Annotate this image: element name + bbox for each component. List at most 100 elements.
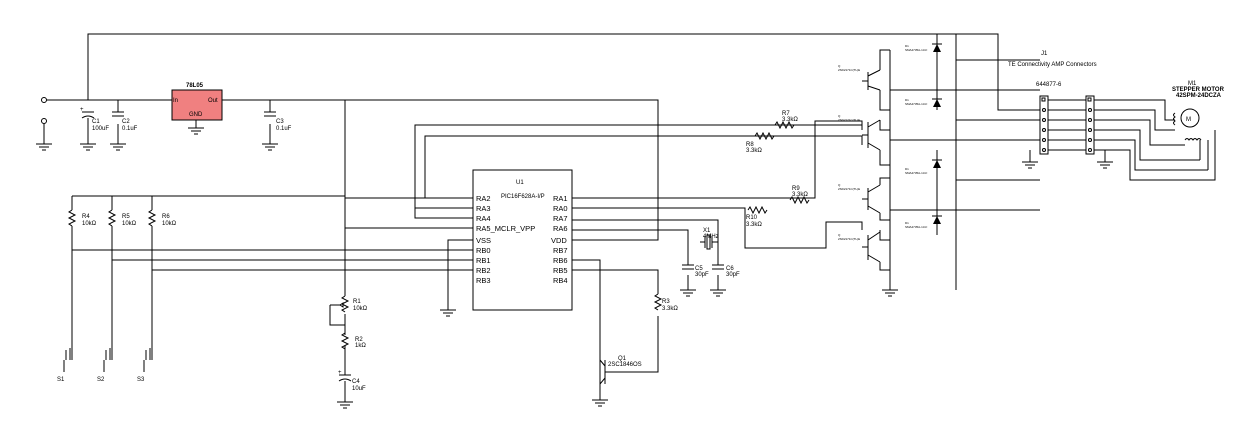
driver-q-2: Q 2SD2171C(TL)E <box>838 114 881 151</box>
c6-ref: C6 <box>726 266 734 272</box>
transistor-q1: Q1 2SC1846OS <box>599 356 642 385</box>
capacitor-c2: C2 0.1uF <box>112 111 138 132</box>
capacitor-c5: C5 30pF <box>682 264 709 278</box>
resistor-r6: R6 10kΩ <box>147 209 177 227</box>
svg-text:D1: D1 <box>905 98 909 102</box>
r2-value: 1kΩ <box>355 343 366 349</box>
ground-symbols <box>36 127 1113 409</box>
svg-text:2SD2171C(TL)E: 2SD2171C(TL)E <box>838 118 860 122</box>
resistor-r5: R5 10kΩ <box>107 209 137 227</box>
diode-1: D1 SMA4735A-13-F <box>905 43 942 52</box>
resistor-r9: R9 3.3kΩ <box>789 186 810 205</box>
svg-text:SMA4735A-13-F: SMA4735A-13-F <box>905 171 928 175</box>
c3-value: 0.1uF <box>276 126 292 132</box>
resistor-r4: R4 10kΩ <box>67 209 97 227</box>
mcu-left-pins: RA2 RA3 RA4 RA5_MCLR_VPP VSS RB0 RB1 RB2… <box>476 194 535 285</box>
j1-ref: J1 <box>1041 51 1048 57</box>
s2-label: S2 <box>97 377 105 383</box>
c6-value: 30pF <box>726 272 740 278</box>
mcu-part: PIC16F628A-I/P <box>501 194 545 200</box>
m1-part: 42SPM-24DCZA <box>1176 93 1222 99</box>
capacitor-c3: C3 0.1uF <box>264 111 292 132</box>
diode-4: D1 SMA4735A-13-F <box>905 215 942 229</box>
connector-j1: J1 TE Connectivity AMP Connectors 644877… <box>1008 51 1100 155</box>
r3-ref: R3 <box>662 299 670 305</box>
resistor-r7: R7 3.3kΩ <box>760 111 815 130</box>
r8-ref: R8 <box>746 142 754 148</box>
s1-label: S1 <box>57 377 65 383</box>
pin-rb6: RB6 <box>553 256 568 265</box>
voltage-regulator: 78L05 In Out GND <box>171 83 223 121</box>
c1-ref: C1 <box>92 119 100 125</box>
m1-symbol: M <box>1186 117 1191 123</box>
pin-rb4: RB4 <box>553 276 568 285</box>
svg-text:Q: Q <box>838 233 841 237</box>
r5-ref: R5 <box>122 214 130 220</box>
c2-value: 0.1uF <box>122 126 138 132</box>
r5-value: 10kΩ <box>122 221 137 227</box>
svg-text:+: + <box>338 370 342 376</box>
m1-ref: M1 <box>1188 81 1197 87</box>
pin-rb5: RB5 <box>553 266 568 275</box>
r9-value: 3.3kΩ <box>792 192 808 198</box>
switch-s1: S1 <box>57 348 71 383</box>
driver-transistors: Q 2SD2171C(TL)E Q 2SD2171C(TL)E Q 2SD217… <box>838 64 881 263</box>
c4-value: 10uF <box>352 386 366 392</box>
svg-text:Q: Q <box>838 183 841 187</box>
regulator-ref: 78L05 <box>186 83 204 89</box>
r9-ref: R9 <box>792 186 800 192</box>
resistor-r8: R8 3.3kΩ <box>746 131 775 154</box>
svg-text:2SD2171C(TL)E: 2SD2171C(TL)E <box>838 237 860 241</box>
potentiometer-r1: R1 10kΩ <box>339 295 368 313</box>
j1-title: TE Connectivity AMP Connectors <box>1008 62 1097 68</box>
resistor-r10: R10 3.3kΩ <box>746 205 768 228</box>
svg-text:SMA4735A-13-F: SMA4735A-13-F <box>905 225 928 229</box>
capacitor-c1: + C1 100uF <box>80 107 109 144</box>
input-terminals <box>41 97 47 124</box>
svg-text:Q: Q <box>838 114 841 118</box>
resistor-r3: R3 3.3kΩ <box>653 293 678 312</box>
r6-value: 10kΩ <box>162 221 177 227</box>
q1-part: 2SC1846OS <box>608 362 642 368</box>
capacitor-c4: + C4 10uF <box>338 370 366 402</box>
capacitor-c6: C6 30pF <box>712 264 740 278</box>
r7-ref: R7 <box>782 111 790 117</box>
pin-vss: VSS <box>476 236 491 245</box>
mcu-right-pins: RA1 RA0 RA7 RA6 VDD RB7 RB6 RB5 RB4 <box>551 194 568 285</box>
stepper-motor-m1: M1 STEPPER MOTOR 42SPM-24DCZA M <box>1172 81 1225 170</box>
c1-value: 100uF <box>92 126 109 132</box>
svg-text:D1: D1 <box>905 44 909 48</box>
svg-text:SMA4735A-13-F: SMA4735A-13-F <box>905 102 928 106</box>
pin-ra3: RA3 <box>476 204 491 213</box>
x1-ref: X1 <box>703 228 711 234</box>
diode-3: D1 SMA4735A-13-F <box>905 159 942 175</box>
c2-ref: C2 <box>122 119 130 125</box>
r2-ref: R2 <box>355 337 363 343</box>
svg-text:2SD2171C(TL)E: 2SD2171C(TL)E <box>838 187 860 191</box>
pin-ra6: RA6 <box>553 224 568 233</box>
switch-s2: S2 <box>97 348 111 383</box>
flyback-diodes: D1 SMA4735A-13-F D1 SMA4735A-13-F D1 SMA… <box>905 43 942 229</box>
svg-text:SMA4735A-13-F: SMA4735A-13-F <box>905 48 928 52</box>
pin-ra2: RA2 <box>476 194 491 203</box>
svg-text:D1: D1 <box>905 167 909 171</box>
crystal-x1: X1 4MHz <box>703 228 719 250</box>
c3-ref: C3 <box>276 119 284 125</box>
switch-s3: S3 <box>137 348 151 383</box>
r3-value: 3.3kΩ <box>662 306 678 312</box>
c5-ref: C5 <box>695 266 703 272</box>
pin-ra7: RA7 <box>553 214 568 223</box>
j1-part: 644877-6 <box>1036 82 1062 88</box>
pin-vdd: VDD <box>551 236 567 245</box>
pin-rb1: RB1 <box>476 256 491 265</box>
connector-pins <box>1041 97 1100 152</box>
pin-rb3: RB3 <box>476 276 491 285</box>
driver-q-ref: Q <box>838 64 841 68</box>
regulator-gnd-label: GND <box>189 112 203 118</box>
r1-ref: R1 <box>353 299 361 305</box>
resistor-r2: R2 1kΩ <box>340 332 366 350</box>
pin-rb2: RB2 <box>476 266 491 275</box>
driver-q-4: Q 2SD2171C(TL)E <box>838 231 881 263</box>
mcu-u1: U1 PIC16F628A-I/P RA2 RA3 RA4 RA5_MCLR_V… <box>472 169 573 311</box>
